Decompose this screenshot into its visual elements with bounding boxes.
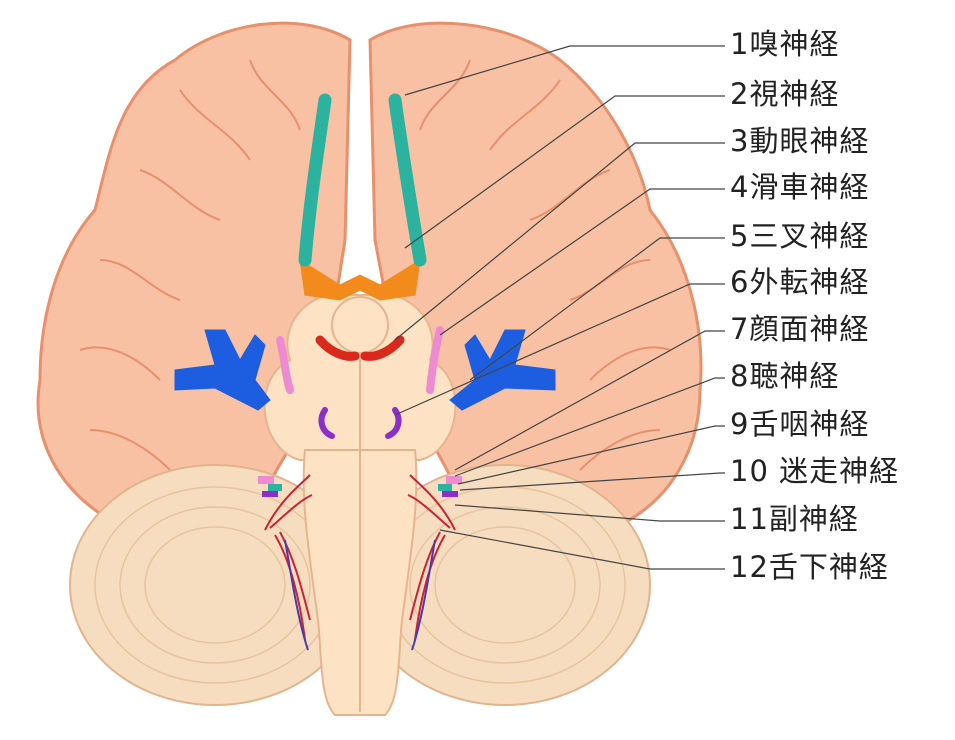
leader-line [439,529,725,570]
lower-nerve-cluster-right [407,474,462,651]
trochlear-nerve-left [276,336,294,394]
label-accessory-nerve: 11副神経 [730,502,859,536]
label-optic-nerve: 2視神経 [730,77,840,111]
label-vagus-nerve: 10 迷走神経 [730,454,900,488]
leader-line [404,95,725,249]
leader-line [454,377,725,477]
label-vestibulocochlear: 8聴神経 [730,359,840,393]
label-facial-nerve: 7顔面神経 [730,312,870,346]
leader-lines [394,45,725,570]
label-hypoglossal-nerve: 12舌下神経 [730,550,889,584]
cerebral-sulci [79,59,671,471]
label-oculomotor-nerve: 3動眼神経 [730,124,870,158]
trochlear-nerve-right [426,326,444,394]
leader-line [454,330,725,471]
leader-line [454,504,725,522]
trigeminal-nerve-left [174,329,271,411]
cerebellum-folia [94,486,626,684]
abducens-nerve-right [385,407,402,439]
leader-line [394,283,725,416]
leader-line [459,472,725,491]
trigeminal-nerve-right [449,329,556,411]
label-abducens-nerve: 6外転神経 [730,265,870,299]
oculomotor-nerve-left [315,335,360,361]
abducens-nerve-left [318,407,335,439]
leader-line [457,425,725,485]
label-trochlear-nerve: 4滑車神経 [730,170,870,204]
leader-line [469,237,725,381]
label-trigeminal-nerve: 5三叉神経 [730,219,870,253]
lower-nerve-cluster-left [258,474,313,651]
leader-line [439,188,725,336]
pituitary [331,296,389,354]
leader-line [394,142,725,341]
olfactory-tract-left [298,93,332,267]
label-glossopharyngeal: 9舌咽神経 [730,407,870,441]
optic-chiasm [299,259,421,301]
leader-line [404,45,725,96]
label-olfactory-nerve: 1嗅神経 [730,27,840,61]
oculomotor-nerve-right [360,335,405,361]
